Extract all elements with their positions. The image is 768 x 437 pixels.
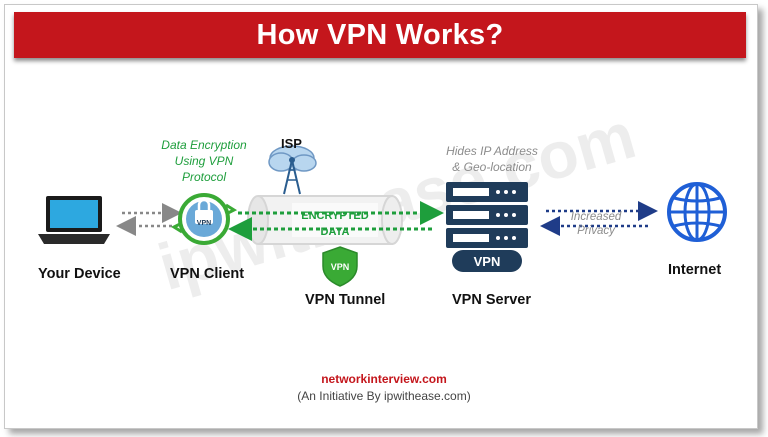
tunnel-text-line2: DATA (321, 226, 350, 238)
hides-ip-note-line2: & Geo-location (452, 160, 532, 174)
privacy-note-line1: Increased (570, 211, 622, 223)
vpn-server-icon (446, 182, 528, 272)
device-flow-arrows (116, 203, 182, 236)
laptop-icon (38, 196, 110, 244)
globe-icon (667, 182, 727, 242)
encryption-note: Data Encryption Using VPN Protocol (148, 137, 260, 185)
hides-ip-note-line1: Hides IP Address (446, 144, 538, 158)
privacy-note-line2: Privacy (577, 225, 615, 237)
vpn-tunnel-label: VPN Tunnel (305, 292, 386, 308)
hides-ip-note: Hides IP Address & Geo-location (436, 143, 548, 175)
internet-flow-arrows (540, 201, 658, 236)
encrypted-flow-arrows (228, 201, 444, 241)
internet-label: Internet (668, 262, 722, 278)
privacy-note: Increased Privacy (566, 210, 626, 238)
encryption-note-line2: Using VPN (174, 154, 234, 168)
isp-tower-icon (268, 145, 317, 195)
vpn-server-label: VPN Server (452, 292, 531, 308)
vpn-client-label: VPN Client (170, 266, 245, 282)
vpn-client-icon (170, 193, 238, 245)
isp-label: ISP (281, 136, 302, 151)
tunnel-text-line1: ENCRYPTED (301, 210, 368, 222)
shield-label: VPN (331, 262, 350, 272)
tunnel-body (247, 195, 403, 245)
encryption-note-line1: Data Encryption (161, 138, 247, 152)
vpn-shield-icon (322, 246, 358, 287)
server-badge-label: VPN (474, 254, 501, 269)
footer-site: networkinterview.com (321, 372, 447, 386)
encryption-note-line3: Protocol (181, 170, 227, 184)
page-title: How VPN Works? (256, 18, 504, 51)
your-device-label: Your Device (38, 266, 121, 282)
footer-initiative: (An Initiative By ipwithease.com) (297, 389, 471, 403)
title-banner: How VPN Works? (14, 12, 746, 58)
client-badge-label: VPN (197, 220, 211, 227)
